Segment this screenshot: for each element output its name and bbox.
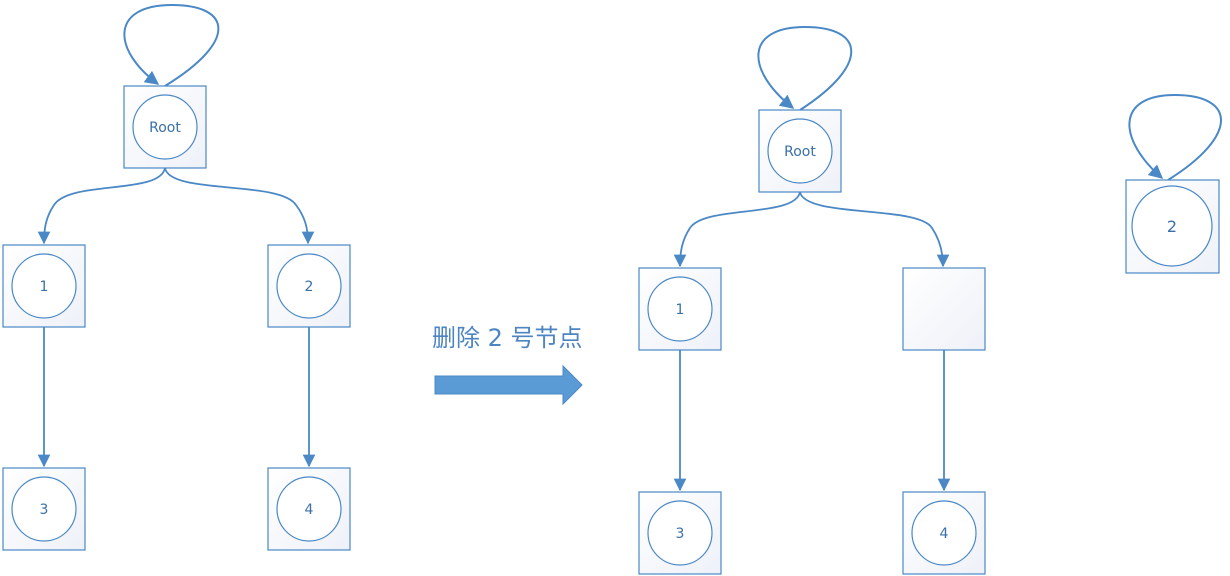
right-tree: Root 1 3 4 bbox=[638, 25, 1222, 575]
left-node-2-label: 2 bbox=[305, 279, 314, 295]
right-root-label: Root bbox=[784, 144, 816, 160]
left-node-1: 1 bbox=[2, 244, 86, 328]
detached-node-2: 2 bbox=[1125, 179, 1220, 274]
detached-node-2-label: 2 bbox=[1167, 217, 1177, 236]
left-edge-root-1 bbox=[37, 167, 166, 245]
right-edge-root-empty bbox=[799, 191, 950, 268]
left-node-4: 4 bbox=[267, 467, 351, 551]
right-root-node: Root bbox=[758, 109, 842, 193]
right-node-3-label: 3 bbox=[676, 526, 685, 542]
left-edge-root-2 bbox=[164, 167, 315, 245]
left-root-label: Root bbox=[149, 120, 181, 136]
left-tree: Root 1 2 3 4 bbox=[2, 3, 351, 551]
right-node-4-label: 4 bbox=[940, 526, 949, 542]
left-node-3: 3 bbox=[2, 467, 86, 551]
transition-caption: 删除 2 号节点 bbox=[432, 324, 583, 352]
left-node-4-label: 4 bbox=[305, 502, 314, 518]
left-root-node: Root bbox=[123, 85, 207, 169]
right-node-4: 4 bbox=[902, 491, 986, 575]
right-node-3: 3 bbox=[638, 491, 722, 575]
left-node-1-label: 1 bbox=[40, 279, 49, 295]
detached-node-2-self-loop bbox=[1128, 93, 1222, 181]
left-node-3-label: 3 bbox=[40, 502, 49, 518]
left-root-self-loop bbox=[123, 3, 220, 87]
left-node-2: 2 bbox=[267, 244, 351, 328]
right-edge-root-1 bbox=[673, 191, 801, 268]
right-root-self-loop bbox=[757, 25, 853, 111]
right-node-1-label: 1 bbox=[676, 302, 685, 318]
transition-arrow bbox=[434, 364, 583, 406]
right-node-1: 1 bbox=[638, 267, 722, 351]
right-empty-slot bbox=[902, 267, 986, 351]
